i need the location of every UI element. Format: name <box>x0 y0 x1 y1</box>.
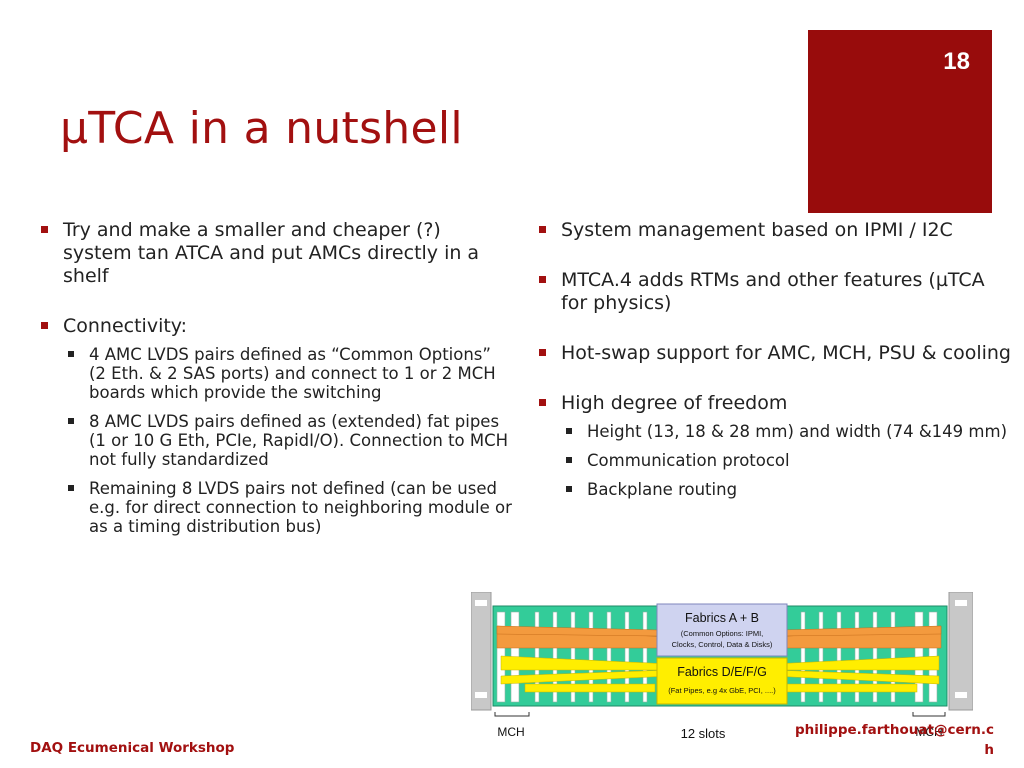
sub-bullet-item: Communication protocol <box>561 451 1014 470</box>
sub-bullet-text: Backplane routing <box>587 480 738 499</box>
bullet-square-icon <box>539 226 546 233</box>
bullet-square-icon <box>539 276 546 283</box>
bullet-square-icon <box>539 399 546 406</box>
slide-number: 18 <box>943 48 970 75</box>
sub-bullet-square-icon <box>566 457 572 463</box>
mch-right-label: MCH <box>915 725 942 739</box>
fabrics-defg-title: Fabrics D/E/F/G <box>677 665 767 679</box>
fabrics-ab-line1: (Common Options: IPMI, <box>681 629 764 638</box>
bullet-text: Try and make a smaller and cheaper (?) s… <box>63 219 480 287</box>
right-card-guide <box>948 592 973 711</box>
fabrics-ab-box: Fabrics A + B (Common Options: IPMI, Clo… <box>656 603 788 657</box>
bullet-item: System management based on IPMI / I2C <box>536 219 1014 242</box>
left-column: Try and make a smaller and cheaper (?) s… <box>38 219 513 563</box>
bullet-item: MTCA.4 adds RTMs and other features (µTC… <box>536 269 1014 315</box>
sub-bullet-text: Height (13, 18 & 28 mm) and width (74 &1… <box>587 422 1008 441</box>
bullet-text: MTCA.4 adds RTMs and other features (µTC… <box>561 269 985 314</box>
slide-number-box: 18 <box>808 30 992 213</box>
fabrics-ab-line2: Clocks, Control, Data & Disks) <box>672 640 773 649</box>
right-column: System management based on IPMI / I2C MT… <box>536 219 1014 526</box>
sub-bullet-text: Communication protocol <box>587 451 790 470</box>
fabrics-defg-line1: (Fat Pipes, e.g 4x GbE, PCI, ....) <box>668 686 776 695</box>
bullet-text: High degree of freedom <box>561 392 788 414</box>
sub-bullet-item: 4 AMC LVDS pairs defined as “Common Opti… <box>63 345 513 402</box>
bullet-square-icon <box>41 322 48 329</box>
bullet-item: Hot-swap support for AMC, MCH, PSU & coo… <box>536 342 1014 365</box>
sub-bullet-square-icon <box>68 351 74 357</box>
footer-left: DAQ Ecumenical Workshop <box>30 740 235 756</box>
sub-bullet-item: Height (13, 18 & 28 mm) and width (74 &1… <box>561 422 1014 441</box>
sub-bullet-item: Backplane routing <box>561 480 1014 499</box>
mch-left-label: MCH <box>497 725 524 739</box>
backplane-diagram: Fabrics A + B (Common Options: IPMI, Clo… <box>471 592 973 741</box>
sub-bullet-square-icon <box>566 428 572 434</box>
bullet-text: Hot-swap support for AMC, MCH, PSU & coo… <box>561 342 1011 364</box>
brackets <box>494 712 946 717</box>
bullet-item: Try and make a smaller and cheaper (?) s… <box>38 219 513 288</box>
bullet-text: System management based on IPMI / I2C <box>561 219 953 241</box>
sub-bullet-item: Remaining 8 LVDS pairs not defined (can … <box>63 479 513 536</box>
fabrics-defg-box: Fabrics D/E/F/G (Fat Pipes, e.g 4x GbE, … <box>656 657 788 705</box>
sub-bullet-text: 4 AMC LVDS pairs defined as “Common Opti… <box>89 345 496 402</box>
fabrics-ab-title: Fabrics A + B <box>685 611 759 625</box>
sub-bullet-item: 8 AMC LVDS pairs defined as (extended) f… <box>63 412 513 469</box>
bullet-item: High degree of freedom Height (13, 18 & … <box>536 392 1014 499</box>
sub-bullet-text: Remaining 8 LVDS pairs not defined (can … <box>89 479 512 536</box>
sub-bullet-square-icon <box>566 486 572 492</box>
bullet-text: Connectivity: <box>63 315 188 337</box>
slide-title: µTCA in a nutshell <box>60 103 463 154</box>
sub-bullet-square-icon <box>68 418 74 424</box>
bullet-square-icon <box>539 349 546 356</box>
sub-bullet-square-icon <box>68 485 74 491</box>
footer-right: philippe.farthouat@cern.ch <box>795 722 994 758</box>
left-card-guide <box>471 592 492 711</box>
bullet-square-icon <box>41 226 48 233</box>
sub-bullet-text: 8 AMC LVDS pairs defined as (extended) f… <box>89 412 509 469</box>
bullet-item: Connectivity: 4 AMC LVDS pairs defined a… <box>38 315 513 536</box>
slots-label: 12 slots <box>681 726 726 741</box>
